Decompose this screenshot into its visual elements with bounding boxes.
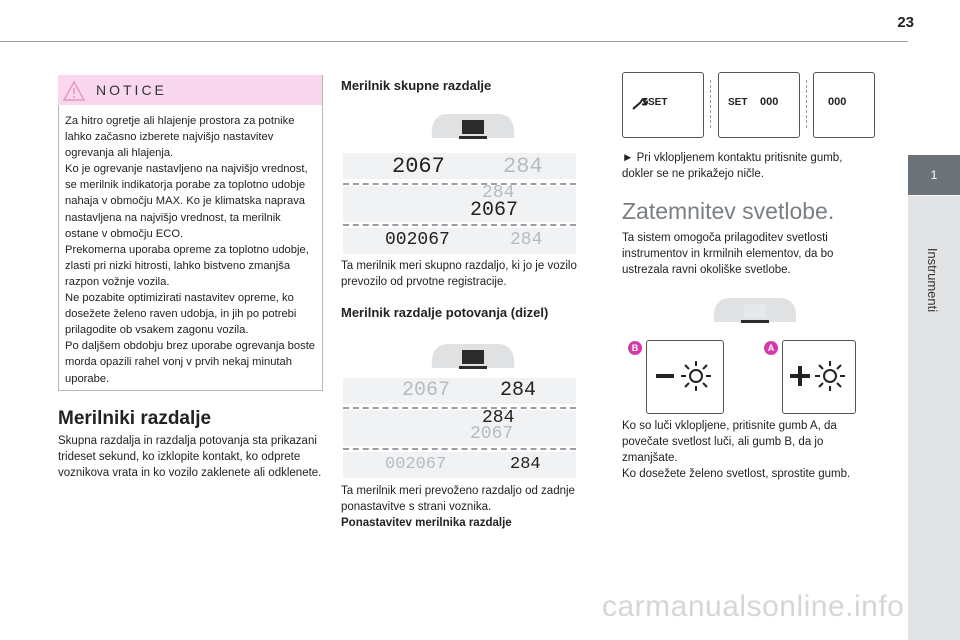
odometer-display-row <box>343 228 576 254</box>
separator <box>343 183 576 185</box>
reset-instruction: ► Pri vklopljenem kontaktu pritisnite gu… <box>622 152 843 180</box>
set-label: SET <box>728 97 748 108</box>
wrench-icon <box>632 98 648 110</box>
dimming-text: Ta sistem omogoča prilagoditev svetlosti… <box>622 232 834 276</box>
set-button-label: SET <box>648 97 668 108</box>
odometers-text: Skupna razdalja in razdalja potovanja st… <box>58 435 322 479</box>
set-counter-button[interactable] <box>718 72 800 138</box>
trip-distance-heading: Merilnik razdalje potovanja (dizel) <box>341 305 549 320</box>
dashboard-icon <box>431 344 515 369</box>
separator <box>806 80 808 128</box>
counter-button[interactable] <box>813 72 875 138</box>
display-value: 002067 <box>385 455 447 474</box>
dashboard-icon <box>431 114 515 139</box>
header-divider <box>0 41 908 42</box>
notice-paragraph: Prekomerna uporaba opreme za toplotno ud… <box>65 243 309 288</box>
watermark: carmanualsonline.info <box>602 590 905 623</box>
display-value: 2067 <box>392 154 445 179</box>
dimming-heading: Zatemnitev svetlobe. <box>622 198 835 224</box>
separator <box>343 224 576 226</box>
display-value: 284 <box>510 455 541 474</box>
dashboard-icon <box>713 298 797 323</box>
notice-paragraph: Ko je ogrevanje nastavljeno na najvišjo … <box>65 163 308 240</box>
notice-paragraph: Ne pozabite optimizirati nastavitev opre… <box>65 292 297 337</box>
separator <box>343 407 576 409</box>
set-button[interactable] <box>622 72 704 138</box>
display-value: 284 <box>503 154 543 179</box>
display-value: 284 <box>510 230 543 250</box>
notice-paragraph: Za hitro ogretje ali hlajenje prostora z… <box>65 115 295 160</box>
trip-distance-text: Ta merilnik meri prevoženo razdaljo od z… <box>341 485 575 513</box>
reset-heading: Ponastavitev merilnika razdalje <box>341 517 512 529</box>
notice-box <box>58 75 323 391</box>
sun-minus-icon <box>656 361 711 391</box>
warning-icon <box>62 80 86 101</box>
total-distance-heading: Merilnik skupne razdalje <box>341 78 492 93</box>
badge-a: A <box>764 341 778 355</box>
separator <box>710 80 712 128</box>
trip-display-row <box>343 410 576 446</box>
display-value: 002067 <box>385 230 450 250</box>
display-value: 284 <box>482 408 515 428</box>
display-value: 284 <box>500 379 537 402</box>
notice-header <box>58 75 322 105</box>
odometer-display-row <box>343 186 576 222</box>
trip-display-row <box>343 452 576 478</box>
notice-body: Za hitro ogretje ali hlajenje prostora z… <box>65 113 317 387</box>
display-value: 2067 <box>470 199 519 222</box>
section-heading-odometers: Merilniki razdalje <box>58 408 212 429</box>
trip-display-row <box>343 378 576 404</box>
badge-b: B <box>628 341 642 355</box>
chapter-tab-strip <box>908 196 960 640</box>
display-value: 284 <box>482 183 515 203</box>
counter-value: 000 <box>828 96 847 108</box>
separator <box>343 448 576 450</box>
chapter-label: Instrumenti <box>925 247 941 313</box>
notice-title: NOTICE <box>96 82 167 98</box>
chapter-tab[interactable]: 1 <box>908 155 960 195</box>
display-value: 2067 <box>470 424 514 444</box>
brightness-text: Ko so luči vklopljene, pritisnite gumb A… <box>622 420 837 464</box>
sun-plus-icon <box>790 361 845 391</box>
total-distance-text: Ta merilnik meri skupno razdaljo, ki jo … <box>341 260 577 288</box>
brightness-text-2: Ko dosežete želeno svetlost, sprostite g… <box>622 468 851 480</box>
odometer-display-row <box>343 153 576 179</box>
display-value: 2067 <box>402 379 451 402</box>
notice-paragraph: Po daljšem obdobju brez uporabe ogrevanj… <box>65 340 316 385</box>
counter-value: 000 <box>760 96 779 108</box>
page-number: 23 <box>897 14 914 31</box>
